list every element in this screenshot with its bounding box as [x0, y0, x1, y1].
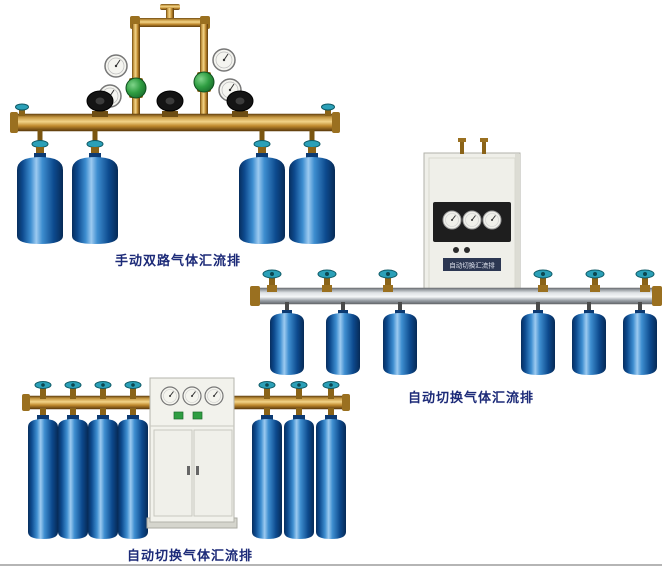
pressure-gauge	[482, 210, 502, 230]
pressure-gauge	[462, 210, 482, 230]
pressure-gauge	[104, 54, 128, 78]
page-bottom-border	[0, 564, 662, 566]
indicator-light	[453, 247, 459, 253]
valve-handwheel	[156, 90, 184, 118]
gas-cylinder	[623, 302, 657, 375]
valve-handwheel	[226, 90, 254, 118]
gas-cylinder	[270, 302, 304, 375]
cabinet-inlet-pipe	[460, 141, 464, 154]
product-photo-manual-dual-manifold	[10, 4, 340, 245]
gas-cylinder	[326, 302, 360, 375]
indicator-light	[464, 247, 470, 253]
gas-cylinder	[58, 408, 88, 539]
gas-cylinder	[118, 408, 148, 539]
manifold-pipe	[250, 286, 662, 306]
gas-cylinder	[71, 128, 119, 245]
gas-cylinder	[16, 128, 64, 245]
product-caption-manual-dual-manifold: 手动双路气体汇流排	[114, 253, 241, 268]
product-photo-auto-switch-floor	[22, 377, 350, 539]
pressure-gauge	[160, 386, 180, 406]
pressure-gauge	[204, 386, 224, 406]
control-cabinet: 自动切换汇流排	[423, 138, 521, 300]
gas-cylinder	[88, 408, 118, 539]
pressure-gauge	[182, 386, 202, 406]
manifold-pipe	[10, 103, 340, 133]
gas-cylinder	[28, 408, 58, 539]
gas-cylinder	[252, 408, 282, 539]
pressure-gauge	[212, 48, 236, 72]
gas-cylinder	[284, 408, 314, 539]
cabinet-door	[153, 429, 193, 517]
control-cabinet	[146, 377, 238, 529]
cabinet-door	[193, 429, 233, 517]
cabinet-inlet-pipe	[482, 141, 486, 154]
gas-cylinder	[572, 302, 606, 375]
valve-handwheel	[86, 90, 114, 118]
pressure-gauge	[442, 210, 462, 230]
product-caption-auto-switch-wall: 自动切换气体汇流排	[407, 390, 534, 405]
product-caption-auto-switch-floor: 自动切换气体汇流排	[126, 548, 253, 563]
green-button	[173, 411, 184, 420]
cabinet-nameplate-text: 自动切换汇流排	[449, 261, 495, 270]
gas-cylinder	[521, 302, 555, 375]
pressure-regulator	[193, 48, 242, 102]
product-photo-auto-switch-wall: 自动切换汇流排	[250, 138, 662, 375]
gas-cylinder	[383, 302, 417, 375]
cabinet-nameplate	[443, 258, 501, 271]
door-handle	[187, 466, 190, 475]
green-button	[192, 411, 203, 420]
pressure-regulator	[98, 54, 147, 108]
gas-cylinder	[316, 408, 346, 539]
door-handle	[196, 466, 199, 475]
